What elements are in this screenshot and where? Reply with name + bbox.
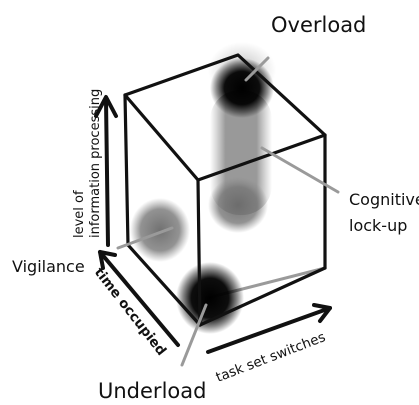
vertical-axis-label-line2: information processing [88,89,103,238]
vertical-axis-label-line1: level of [72,190,87,238]
horizontal-axis-label: task set switches [214,329,328,386]
cognitive-lockup-label-line1: Cognitive [349,190,419,209]
underload-label: Underload [98,379,206,403]
vigilance-blob [130,198,190,262]
overload-blob [210,58,274,118]
vertical-axis-arrow [106,100,108,245]
underload-blob [176,262,244,334]
column-lower-blob [208,177,268,233]
vigilance-label: Vigilance [12,257,85,276]
cognitive-lockup-label-line2: lock-up [349,216,407,235]
overload-label: Overload [271,13,366,37]
